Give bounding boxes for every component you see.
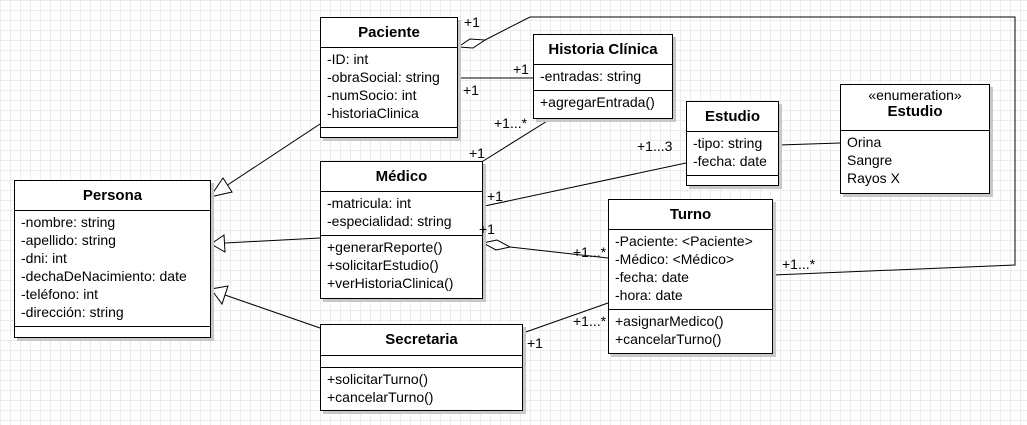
multiplicity-label: +1...*	[782, 256, 816, 272]
attribute: -dirección: string	[21, 304, 124, 320]
attribute: -hora: date	[615, 287, 683, 303]
multiplicity-label: +1	[527, 335, 543, 351]
edge-medico-estudio	[479, 162, 687, 208]
edge-medico-persona	[224, 237, 321, 244]
methods	[321, 128, 457, 132]
method: +solicitarTurno()	[327, 371, 429, 387]
attribute: -numSocio: int	[327, 87, 417, 103]
method: +generarReporte()	[327, 239, 443, 255]
multiplicity-label: +1	[464, 14, 480, 30]
enum-name: Estudio	[887, 103, 943, 120]
enum-estudio[interactable]: «enumeration» Estudio Orina Sangre Rayos…	[840, 84, 990, 194]
attribute: -fecha: date	[693, 153, 767, 169]
edge-secretaria-turno	[522, 302, 609, 334]
methods	[687, 176, 778, 180]
attribute: -tipo: string	[693, 135, 763, 151]
edge-medico-historia	[479, 112, 561, 164]
attributes: -ID: int -obraSocial: string -numSocio: …	[321, 48, 457, 128]
attribute: -nombre: string	[21, 214, 116, 230]
aggregation-diamond-medico	[481, 239, 512, 251]
attributes: -tipo: string -fecha: date	[687, 132, 778, 176]
class-name: Paciente	[321, 18, 457, 48]
attributes: -matricula: int -especialidad: string	[321, 192, 482, 236]
method: +agregarEntrada()	[540, 94, 655, 110]
method: +cancelarTurno()	[615, 331, 722, 347]
attribute: -obraSocial: string	[327, 69, 440, 85]
edge-secretaria-persona	[224, 294, 321, 329]
attributes: -Paciente: <Paciente> -Médico: <Médico> …	[609, 230, 772, 310]
attributes	[321, 356, 522, 368]
enum-values: Orina Sangre Rayos X	[841, 131, 989, 189]
multiplicity-label: +1...*	[494, 115, 528, 131]
edge-estudio-enum	[778, 142, 841, 146]
inherit-arrow-paciente	[208, 177, 233, 198]
method: +solicitarEstudio()	[327, 257, 439, 273]
multiplicity-label: +1...*	[573, 244, 607, 260]
class-name: Secretaria	[321, 325, 522, 356]
enum-value: Rayos X	[847, 170, 900, 186]
class-name: Persona	[15, 181, 210, 211]
class-name: Médico	[321, 162, 482, 192]
aggregation-diamond-paciente	[456, 38, 487, 49]
attribute: -matricula: int	[327, 195, 412, 211]
class-name: Estudio	[687, 102, 778, 132]
class-secretaria[interactable]: Secretaria +solicitarTurno() +cancelarTu…	[320, 324, 523, 411]
inherit-arrow-secretaria	[210, 285, 229, 306]
attribute: -apellido: string	[21, 232, 116, 248]
class-medico[interactable]: Médico -matricula: int -especialidad: st…	[320, 161, 483, 299]
attribute: -ID: int	[327, 51, 369, 67]
enum-header: «enumeration» Estudio	[841, 85, 989, 131]
attribute: -teléfono: int	[21, 286, 99, 302]
multiplicity-label: +1...3	[637, 138, 673, 154]
methods: +solicitarTurno() +cancelarTurno()	[321, 368, 522, 408]
methods	[15, 327, 210, 331]
class-persona[interactable]: Persona -nombre: string -apellido: strin…	[14, 180, 211, 338]
enum-value: Sangre	[847, 152, 893, 168]
class-historia-clinica[interactable]: Historia Clínica -entradas: string +agre…	[533, 34, 673, 119]
attributes: -entradas: string	[534, 65, 672, 91]
class-name: Historia Clínica	[534, 35, 672, 65]
multiplicity-label: +1	[463, 82, 479, 98]
attribute: -historiaClinica	[327, 105, 419, 121]
multiplicity-label: +1	[469, 145, 485, 161]
edge-turno-paciente	[484, 16, 1016, 276]
multiplicity-label: +1	[479, 221, 495, 237]
attribute: -especialidad: string	[327, 213, 452, 229]
attribute: -dechaDeNacimiento: date	[21, 268, 187, 284]
inherit-arrow-medico	[210, 234, 226, 253]
attribute: -fecha: date	[615, 269, 689, 285]
methods: +agregarEntrada()	[534, 91, 672, 113]
enum-value: Orina	[847, 134, 882, 150]
attribute: -dni: int	[21, 250, 67, 266]
method: +asignarMedico()	[615, 313, 724, 329]
class-turno[interactable]: Turno -Paciente: <Paciente> -Médico: <Mé…	[608, 199, 773, 354]
attributes: -nombre: string -apellido: string -dni: …	[15, 211, 210, 327]
multiplicity-label: +1...*	[573, 313, 607, 329]
multiplicity-label: +1	[513, 61, 529, 77]
methods: +asignarMedico() +cancelarTurno()	[609, 310, 772, 350]
stereotype: «enumeration»	[868, 87, 962, 103]
methods: +generarReporte() +solicitarEstudio() +v…	[321, 236, 482, 294]
edge-paciente-persona	[222, 123, 321, 189]
multiplicity-label: +1	[487, 188, 503, 204]
edge-medico-turno	[509, 246, 609, 259]
attribute: -entradas: string	[540, 68, 642, 84]
class-paciente[interactable]: Paciente -ID: int -obraSocial: string -n…	[320, 17, 458, 138]
method: +verHistoriaClinica()	[327, 275, 454, 291]
method: +cancelarTurno()	[327, 389, 434, 405]
class-name: Turno	[609, 200, 772, 230]
attribute: -Paciente: <Paciente>	[615, 233, 753, 249]
class-estudio[interactable]: Estudio -tipo: string -fecha: date	[686, 101, 779, 186]
attribute: -Médico: <Médico>	[615, 251, 735, 267]
